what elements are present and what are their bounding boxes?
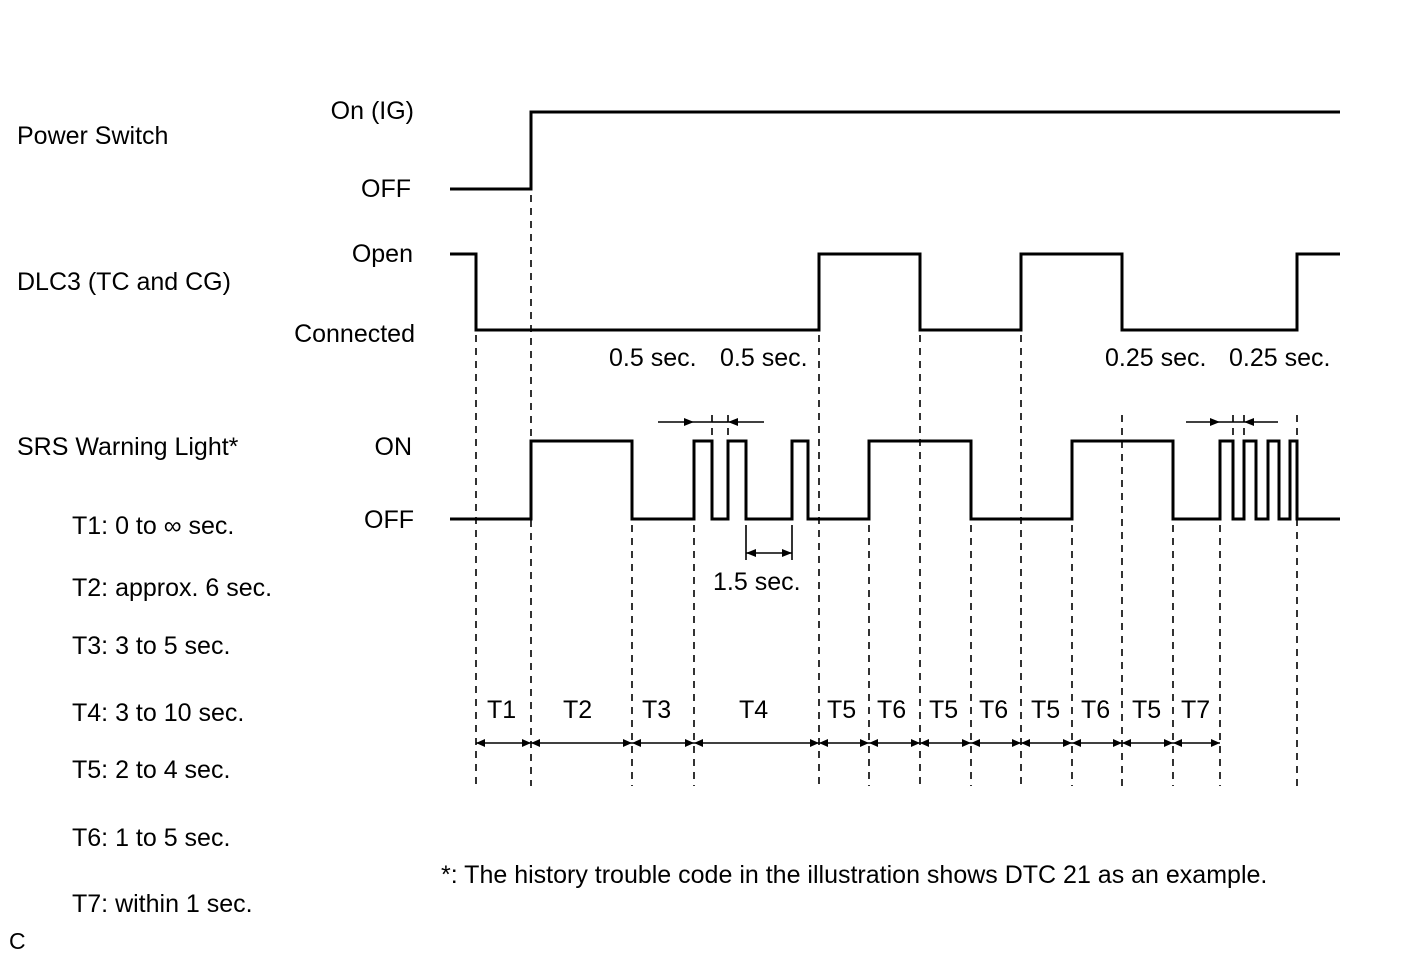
quarter-sec-marker [1186, 418, 1278, 426]
dlc3-waveform [450, 252, 1340, 332]
one-five-sec-label: 1.5 sec. [713, 568, 801, 596]
period-arrowhead [522, 739, 531, 747]
period-label: T5 [929, 696, 959, 724]
quarter-sec-label-b: 0.25 sec. [1229, 344, 1331, 372]
period-arrowhead [623, 739, 632, 747]
period-divider-lines [475, 195, 1298, 786]
srs-off-label: OFF [364, 506, 414, 534]
quarter-sec-label-a: 0.25 sec. [1105, 344, 1207, 372]
period-arrowhead [962, 739, 971, 747]
period-arrowhead [1012, 739, 1021, 747]
legend-item: T2: approx. 6 sec. [72, 574, 273, 602]
period-arrowhead [1021, 739, 1030, 747]
power-switch-off-label: OFF [361, 175, 411, 203]
period-arrowhead [920, 739, 929, 747]
period-label: T5 [1031, 696, 1061, 724]
dlc3-label: DLC3 (TC and CG) [17, 268, 231, 296]
legend-item: T3: 3 to 5 sec. [72, 632, 231, 660]
period-arrowhead [1211, 739, 1220, 747]
period-arrowhead [476, 739, 485, 747]
period-label: T7 [1181, 696, 1211, 724]
period-arrowhead [1122, 739, 1131, 747]
period-arrowhead [860, 739, 869, 747]
period-label: T3 [642, 696, 672, 724]
power-switch-on-label: On (IG) [330, 97, 414, 125]
period-label: T5 [827, 696, 857, 724]
half-sec-marker [658, 418, 764, 426]
half-sec-label-a: 0.5 sec. [609, 344, 697, 372]
period-arrowhead [869, 739, 878, 747]
period-label: T6 [1081, 696, 1111, 724]
period-label: T6 [979, 696, 1009, 724]
period-arrowhead [971, 739, 980, 747]
legend-item: T5: 2 to 4 sec. [72, 756, 231, 784]
period-arrowhead [685, 739, 694, 747]
period-arrowhead [1063, 739, 1072, 747]
period-arrowhead [810, 739, 819, 747]
period-label: T6 [877, 696, 907, 724]
power-switch-waveform [450, 110, 1340, 191]
legend-item: T4: 3 to 10 sec. [72, 699, 245, 727]
period-arrowhead [1164, 739, 1173, 747]
corner-mark: C [9, 928, 26, 954]
dlc3-open-label: Open [351, 240, 413, 268]
legend-item: T7: within 1 sec. [72, 890, 253, 918]
srs-warning-light-label: SRS Warning Light* [17, 433, 239, 461]
period-arrowhead [694, 739, 703, 747]
one-five-sec-marker [745, 525, 793, 560]
period-arrowhead [531, 739, 540, 747]
period-arrowhead [1072, 739, 1081, 747]
period-label: T1 [487, 696, 517, 724]
period-arrowhead [819, 739, 828, 747]
period-label: T5 [1132, 696, 1162, 724]
period-label: T4 [739, 696, 769, 724]
period-arrowhead [1173, 739, 1182, 747]
power-switch-label: Power Switch [17, 122, 169, 150]
legend-item: T1: 0 to ∞ sec. [72, 512, 235, 540]
period-label: T2 [563, 696, 593, 724]
period-dimension-arrows [476, 739, 1220, 747]
srs-warning-light-waveform [450, 439, 1340, 521]
period-arrowhead [632, 739, 641, 747]
half-sec-label-b: 0.5 sec. [720, 344, 808, 372]
srs-on-label: ON [374, 433, 413, 461]
legend-item: T6: 1 to 5 sec. [72, 824, 231, 852]
footnote: *: The history trouble code in the illus… [441, 861, 1268, 889]
period-arrowhead [1113, 739, 1122, 747]
dlc3-connected-label: Connected [294, 320, 415, 348]
period-arrowhead [911, 739, 920, 747]
